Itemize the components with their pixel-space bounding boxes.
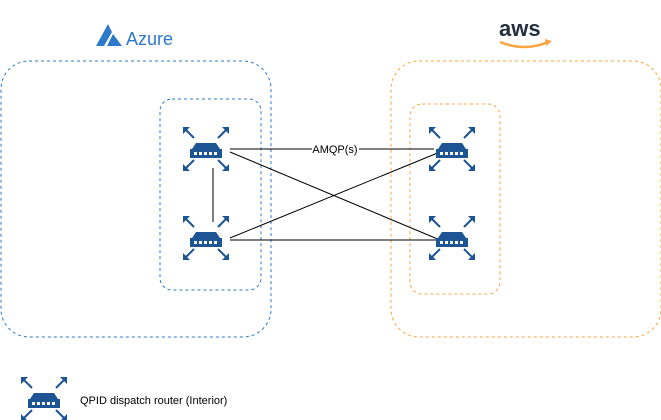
legend-router-icon	[20, 376, 68, 420]
azure-region-outer	[0, 60, 272, 338]
aws-title: aws	[499, 16, 541, 41]
azure-logo-icon	[96, 24, 122, 46]
router-icon[interactable]	[428, 126, 476, 172]
legend-label: QPID dispatch router (Interior)	[80, 395, 227, 407]
azure-region-inner	[159, 98, 262, 291]
router-icon[interactable]	[182, 215, 230, 261]
link-label-amqp: AMQP(s)	[312, 144, 357, 156]
link-azure2-aws1	[229, 151, 441, 239]
link-azure1-aws2	[229, 151, 441, 241]
aws-logo-icon	[499, 40, 549, 49]
azure-title: Azure	[126, 29, 173, 49]
aws-region-outer	[390, 60, 661, 338]
router-icon[interactable]	[182, 126, 230, 172]
aws-region-inner	[409, 103, 501, 295]
